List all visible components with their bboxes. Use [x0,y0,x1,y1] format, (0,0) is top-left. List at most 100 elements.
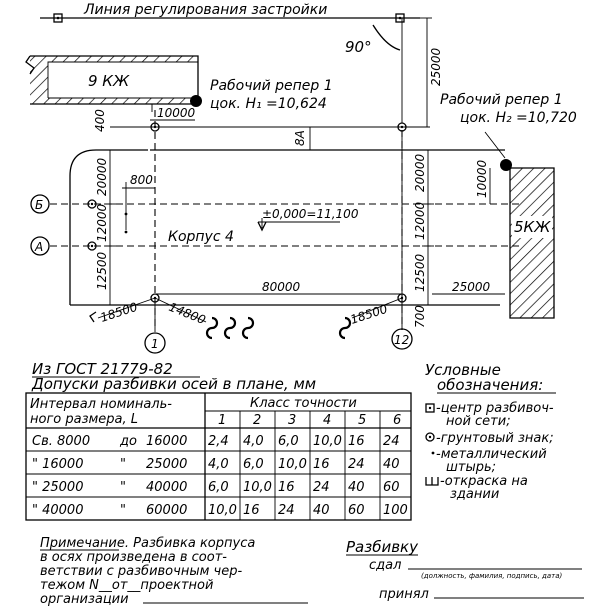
dim-20000-left: 20000 [95,157,109,196]
table-head-interval-2: ного размера, L [30,412,138,427]
dim-12000-left: 12000 [95,203,109,242]
table-row-from: " 16000 [32,457,83,472]
metal-pin-icon [124,212,128,216]
svg-text:Примечание. Разбивка корпуса: Примечание. Разбивка корпуса [40,536,255,551]
table-cell: 24 [348,457,365,472]
table-cell: 16 [313,457,330,472]
table-cell: 24 [313,480,330,495]
note-line-4: тежом N__от__проектной [40,578,213,593]
table-row-to: 60000 [146,503,187,518]
center-mark-icon [53,13,63,23]
table-cell: 10,0 [313,434,342,449]
table-head-class: Класс точности [250,396,357,411]
table-class-head: 3 [288,413,296,428]
legend: Условные обозначения: -центр разбивоч- н… [425,361,556,502]
sign-accepted: принял [379,587,429,602]
table-cell: 60 [383,480,400,495]
table-cell: 6,0 [208,480,229,495]
table-cell: 60 [348,503,365,518]
table-cell: 16 [278,480,295,495]
table-row-from: " 25000 [32,480,83,495]
legend-item-1-line-1: -центр разбивоч- [436,401,554,416]
note-line-3: ветствии с разбивочным чер- [40,564,242,579]
note-line-1: Разбивка корпуса [129,536,255,551]
table-row-sep: " [120,457,126,472]
dim-12000-right: 12000 [413,201,427,240]
table-cell: 16 [243,503,260,518]
sign-handed: сдал [369,558,401,573]
table-class-head: 2 [253,413,261,428]
axis-12-label: 12 [394,333,409,347]
legend-item-4-line-2: здании [450,487,499,502]
table-source: Из ГОСТ 21779-82 [32,360,173,378]
table-cell: 4,0 [243,434,264,449]
note-line-2: в осях произведена в соот- [40,550,227,565]
benchmark-2-value: цок. H₂ =10,720 [460,110,577,126]
dim-12500-right: 12500 [413,253,427,292]
site-outline [69,149,148,305]
axis-a-marker [30,236,50,256]
table-row-from: " 40000 [32,503,83,518]
table-row-to: 16000 [146,434,187,449]
center-mark-icon [425,403,435,413]
paint-mark-icon [425,477,439,486]
legend-item-3-line-2: штырь; [446,460,496,475]
legend-title-1: Условные [425,361,501,379]
table-cell: 40 [348,480,365,495]
note-title: Примечание. [40,536,129,551]
paint-mark-icon [205,316,352,340]
axis-12-marker [391,328,413,350]
table-cell: 10,0 [243,480,272,495]
building-line-label: Линия регулирования застройки [83,2,327,18]
table-cell: 16 [348,434,365,449]
dim-14800: 14800 [167,300,208,327]
tolerance-table-section: Из ГОСТ 21779-82 Допуски разбивки осей в… [25,360,412,521]
table-cell: 6,0 [278,434,299,449]
table-row-to: 25000 [146,457,187,472]
table-head-interval-1: Интервал номиналь- [30,397,172,412]
table-class-head: 5 [358,413,366,428]
sign-sub: (должность, фамилия, подпись, дата) [421,572,563,580]
benchmark-2-icon [500,159,512,171]
legend-item-4-line-1: -откраска на [440,474,528,489]
angle-label: 90° [345,38,372,56]
table-cell: 2,4 [208,434,229,449]
angle-arc [372,24,401,51]
tolerance-table: Интервал номиналь- ного размера, L Класс… [25,392,412,521]
site-plan: Линия регулирования застройки 90° 9 КЖ Р… [25,2,577,354]
table-cell: 10,0 [208,503,237,518]
dim-20000-right: 20000 [413,153,427,192]
table-cell: 10,0 [278,457,307,472]
legend-item-1-line-2: ной сети; [446,414,511,429]
benchmark-2-title: Рабочий репер 1 [440,92,563,108]
dim-10000-top: 10000 [157,106,196,120]
table-caption: Допуски разбивки осей в плане, мм [31,375,316,393]
dim-12500-left: 12500 [95,251,109,290]
legend-item-3-line-1: -металлический [436,447,547,462]
dim-10000-right: 10000 [475,159,489,198]
dim-700: 700 [413,305,427,328]
sign-title: Разбивку [346,538,419,556]
benchmark-1-title: Рабочий репер 1 [210,78,333,94]
building-5kzh-label: 5КЖ [514,218,551,236]
table-cell: 40 [313,503,330,518]
dim-25000-right: 25000 [452,280,491,294]
marker-tick-icon [89,311,97,323]
dim-25000-top: 25000 [429,47,443,86]
legend-item-2-line-1: -грунтовый знак; [436,431,554,446]
table-row-sep: " [120,480,126,495]
building-9kzh: 9 КЖ [25,55,199,105]
table-class-head: 6 [393,413,401,428]
table-cell: 4,0 [208,457,229,472]
metal-pin-icon [431,451,435,455]
dim-18500-left: 18500 [99,300,140,325]
table-row-to: 40000 [146,480,187,495]
axis-a-label: А [34,240,43,254]
dim-80000: 80000 [262,280,301,294]
metal-pin-icon [124,230,128,234]
dim-8a: 8А [293,130,307,146]
axis-b-label: Б [35,198,43,212]
level-mark-icon [257,221,267,232]
building-9kzh-label: 9 КЖ [88,72,130,90]
